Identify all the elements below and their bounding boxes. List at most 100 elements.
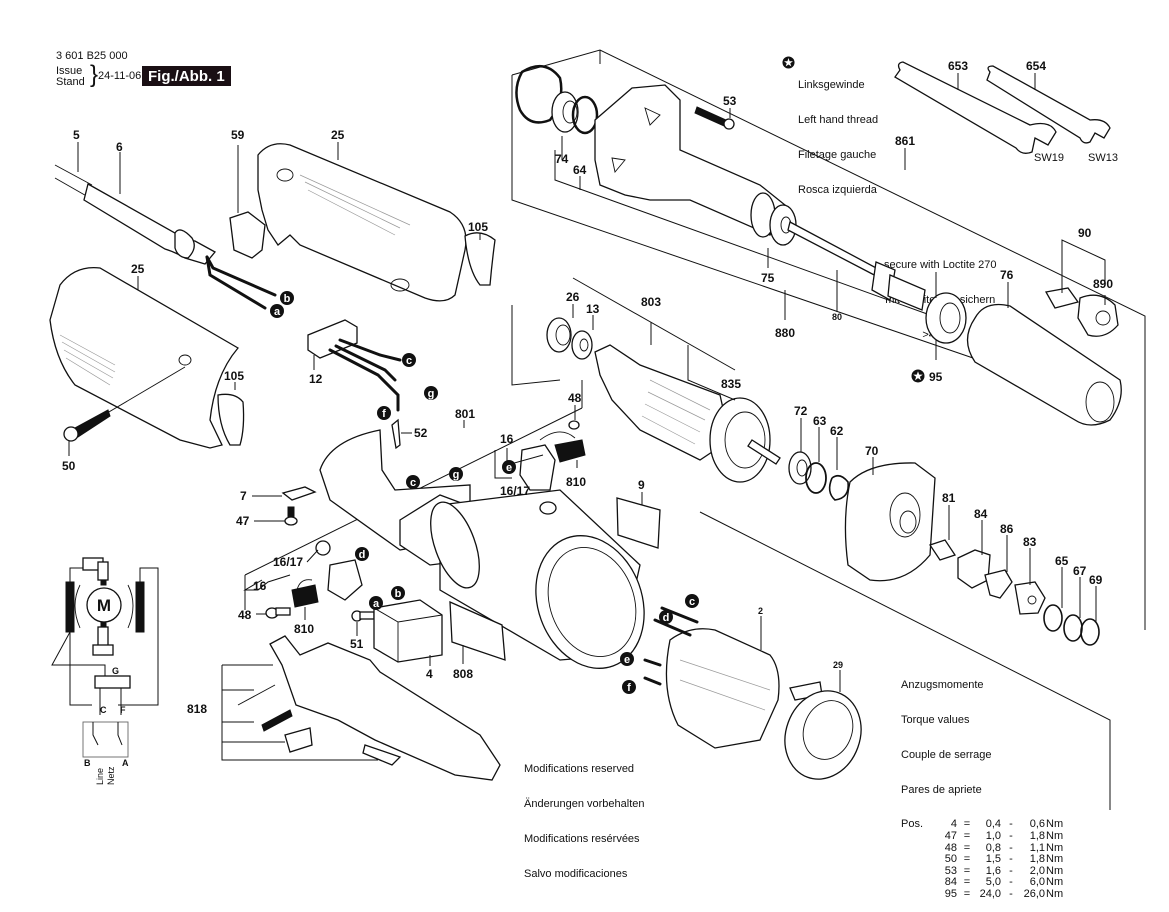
part-label: 105 — [468, 220, 488, 234]
star-in-circle-icon — [782, 56, 795, 69]
marker-b: b — [280, 291, 294, 305]
sleeve-part-81 — [928, 539, 957, 561]
fan-baffle-part-29 — [784, 681, 862, 780]
torque-dash: - — [1009, 818, 1013, 831]
marker-b: b — [391, 586, 405, 600]
screw-part-53 — [694, 106, 735, 130]
connection-markers: b a c g f c g e d b a c d e f — [270, 291, 699, 694]
o-ring-part — [515, 65, 563, 124]
issue-label-de: Stand — [56, 76, 85, 88]
marker-f: f — [377, 406, 391, 420]
part-label: 70 — [865, 444, 879, 458]
nut-part-95 — [925, 292, 967, 344]
part-label: 861 — [895, 134, 915, 148]
svg-text:g: g — [428, 388, 435, 400]
torque-min: 1,6 — [985, 864, 1001, 877]
part-number-labels: 5 6 59 25 105 25 105 50 12 52 7 47 801 1… — [62, 59, 1118, 716]
torque-pos-label — [901, 843, 939, 855]
torque-pos-label — [901, 831, 939, 843]
bottom-cover-part — [237, 635, 501, 781]
switch-slider-part — [229, 211, 266, 259]
collet-part — [1044, 287, 1080, 309]
wrench-size-label: SW13 — [1088, 152, 1118, 164]
torque-max: 2,0 — [1029, 864, 1045, 877]
label-plate-part — [449, 600, 506, 661]
svg-text:b: b — [284, 293, 291, 305]
housing-half-lower — [49, 266, 239, 449]
marker-e: e — [502, 460, 516, 474]
marker-a: a — [369, 596, 383, 610]
part-label: 818 — [187, 702, 207, 716]
marker-c: c — [406, 475, 420, 489]
part-label: 105 — [224, 369, 244, 383]
netz-label: Netz — [106, 766, 116, 785]
part-label: 810 — [566, 475, 586, 489]
torque-unit: Nm — [1046, 818, 1064, 831]
torque-unit: Nm — [1046, 887, 1064, 900]
terminal-c-label: C — [100, 705, 107, 715]
torque-position: 50 — [944, 853, 957, 866]
loctite-line: secure with Loctite 270 — [884, 259, 997, 272]
part-label: 48 — [238, 608, 252, 622]
torque-position: 84 — [944, 876, 957, 889]
part-label: 16/17 — [500, 484, 530, 498]
torque-unit: Nm — [1046, 829, 1064, 842]
part-label: 13 — [586, 302, 600, 316]
spring-washer-part-63 — [805, 462, 827, 494]
part-label: 6 — [116, 140, 123, 154]
mods-line: Änderungen vorbehalten — [524, 797, 645, 810]
mods-line: Modifications reserved — [524, 763, 635, 776]
screw-part-47 — [284, 506, 298, 526]
issue-date: 24-11-06 — [98, 70, 142, 82]
switch-part — [373, 599, 443, 663]
svg-text:c: c — [406, 355, 412, 367]
marker-d: d — [659, 610, 673, 624]
torque-position: 53 — [944, 864, 957, 877]
brace-glyph: } — [90, 61, 99, 88]
mods-line: Salvo modificaciones — [524, 867, 628, 880]
part-label: 63 — [813, 414, 827, 428]
ring-part-69 — [1080, 618, 1100, 646]
gear-housing-part — [594, 84, 786, 238]
terminal-b-label: B — [84, 758, 91, 768]
part-label: 25 — [131, 262, 145, 276]
part-label: 69 — [1089, 573, 1103, 587]
cover-plate-upper — [464, 232, 496, 286]
bearing-part-74 — [551, 91, 579, 133]
part-label: 53 — [723, 94, 737, 108]
part-label: 7 — [240, 489, 247, 503]
torque-title: Anzugsmomente — [901, 679, 984, 692]
part-label: 801 — [455, 407, 475, 421]
torque-equals: = — [963, 864, 971, 877]
part-label: 880 — [775, 326, 795, 340]
driver-part-86 — [984, 569, 1013, 599]
collet-nut-part-890 — [1077, 294, 1119, 337]
part-label: 86 — [1000, 522, 1014, 536]
svg-text:b: b — [395, 588, 402, 600]
terminal-f-label: F — [120, 705, 126, 715]
part-label: 50 — [62, 459, 76, 473]
torque-pos-label — [901, 866, 939, 878]
field-part-2 — [643, 606, 780, 749]
svg-text:f: f — [382, 408, 386, 420]
clip-part — [281, 486, 317, 501]
document-number: 3 601 B25 000 — [56, 50, 128, 62]
flange-part-70 — [844, 462, 936, 582]
torque-pos-label: Pos. — [901, 818, 924, 831]
torque-position: 48 — [944, 841, 957, 854]
marker-f: f — [622, 680, 636, 694]
part-label: 25 — [331, 128, 345, 142]
torque-max: 0,6 — [1029, 818, 1045, 831]
part-label: 12 — [309, 372, 323, 386]
star-in-circle-icon — [911, 369, 925, 383]
terminal-g-label: G — [112, 666, 119, 676]
screw-part-48 — [265, 420, 580, 619]
torque-equals: = — [963, 887, 971, 900]
torque-unit: Nm — [1046, 853, 1064, 866]
torque-max: 1,8 — [1029, 853, 1045, 866]
terminal-part — [391, 418, 401, 450]
torque-equals: = — [963, 841, 971, 854]
